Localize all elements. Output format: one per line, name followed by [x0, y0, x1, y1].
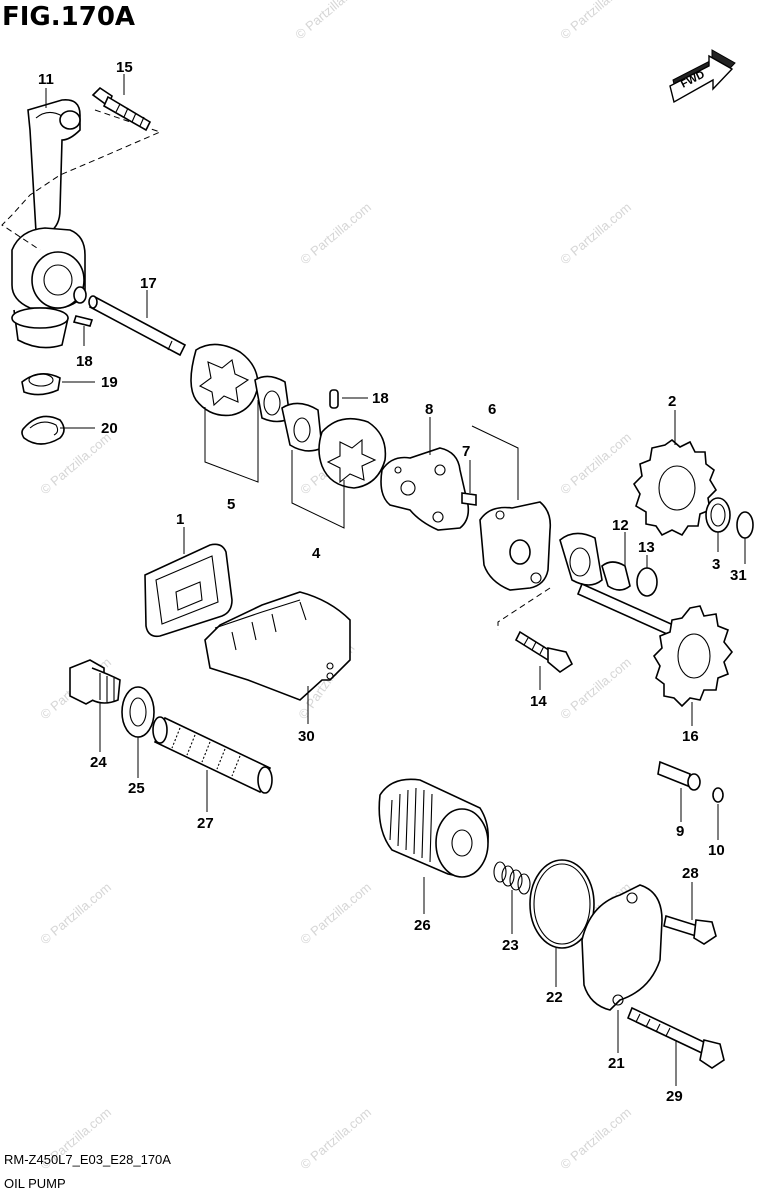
part-26-oil-filter — [378, 778, 489, 878]
figure-title: FIG.170A — [2, 2, 136, 32]
leader-lines — [45, 74, 746, 1086]
part-3-washer — [705, 497, 731, 533]
part-12-collar — [559, 532, 603, 586]
part-4-inner-rotor — [281, 402, 323, 452]
part-22-o-ring — [529, 859, 595, 949]
part-27-strainer — [152, 716, 273, 794]
callout-3: 3 — [712, 556, 720, 573]
part-11-pump-body — [11, 98, 87, 349]
callout-28: 28 — [682, 865, 699, 882]
callout-31: 31 — [730, 567, 747, 584]
part-31-circlip — [736, 511, 754, 539]
part-4-outer-rotor — [318, 417, 387, 489]
part-9-jet — [657, 760, 701, 791]
watermark: © Partzilla.com — [292, 0, 369, 42]
watermark: © Partzilla.com — [297, 879, 374, 947]
part-12-spacer — [601, 561, 631, 591]
part-10-o-ring — [712, 787, 724, 803]
watermark: © Partzilla.com — [557, 0, 634, 42]
part-25-gasket — [121, 686, 155, 738]
callout-14: 14 — [530, 693, 547, 710]
callout-1: 1 — [176, 511, 184, 528]
diagram-code: RM-Z450L7_E03_E28_170A — [4, 1152, 171, 1167]
callout-26: 26 — [414, 917, 431, 934]
callout-11: 11 — [38, 71, 54, 88]
callout-2: 2 — [668, 393, 676, 410]
watermark: © Partzilla.com — [297, 1104, 374, 1172]
watermark: © Partzilla.com — [557, 429, 634, 497]
callout-8: 8 — [425, 401, 433, 418]
part-8-plate — [380, 447, 470, 531]
watermark-layer: © Partzilla.com © Partzilla.com © Partzi… — [37, 0, 634, 1172]
part-30-cover — [204, 591, 351, 701]
part-1-gasket — [144, 543, 233, 638]
diagram-subtitle: OIL PUMP — [4, 1176, 66, 1191]
callout-16: 16 — [682, 728, 699, 745]
part-18-pin — [72, 315, 94, 327]
callout-22: 22 — [546, 989, 563, 1006]
part-17-shaft — [88, 295, 187, 357]
callout-30: 30 — [298, 728, 315, 745]
callout-10: 10 — [708, 842, 725, 859]
callout-5: 5 — [227, 496, 235, 513]
part-19-fitting — [21, 373, 61, 396]
callout-17: 17 — [140, 275, 157, 292]
part-14-bolt — [514, 630, 574, 673]
alignment-guide — [497, 587, 551, 630]
callout-24: 24 — [90, 754, 107, 771]
part-5-outer-rotor — [190, 343, 259, 417]
callout-29: 29 — [666, 1088, 683, 1105]
part-13-o-ring — [636, 567, 658, 597]
callout-18: 18 — [76, 353, 93, 370]
callout-20: 20 — [101, 420, 118, 437]
callout-12: 12 — [612, 517, 629, 534]
bracket-5 — [204, 400, 259, 483]
callout-7: 7 — [462, 443, 470, 460]
part-16-gear — [652, 605, 734, 708]
callout-4: 4 — [312, 545, 321, 562]
callout-21: 21 — [608, 1055, 625, 1072]
part-18-pin — [329, 389, 339, 409]
callout-6: 6 — [488, 401, 496, 418]
callout-9: 9 — [676, 823, 684, 840]
watermark: © Partzilla.com — [297, 199, 374, 267]
part-20-circlip — [21, 415, 65, 445]
callout-labels: 11 15 17 18 19 20 18 8 6 7 2 5 4 1 12 13… — [38, 59, 747, 1105]
part-2-gear — [632, 438, 718, 537]
bracket-6 — [471, 425, 519, 500]
part-24-plug — [69, 659, 121, 705]
callout-23: 23 — [502, 937, 519, 954]
part-21-filter-cap — [581, 884, 663, 1011]
callout-27: 27 — [197, 815, 214, 832]
part-29-bolt — [626, 1006, 725, 1069]
part-23-spring — [493, 861, 531, 895]
watermark: © Partzilla.com — [557, 199, 634, 267]
fwd-direction-badge: FWD — [669, 49, 736, 104]
watermark: © Partzilla.com — [557, 1104, 634, 1172]
alignment-guide — [1, 109, 162, 251]
part-12-shaft — [576, 582, 682, 640]
callout-13: 13 — [638, 539, 655, 556]
bracket-4 — [291, 450, 345, 529]
callout-19: 19 — [101, 374, 118, 391]
callout-25: 25 — [128, 780, 145, 797]
watermark: © Partzilla.com — [37, 879, 114, 947]
callout-18: 18 — [372, 390, 389, 407]
part-15-bolt — [91, 86, 152, 132]
part-7-pin — [461, 492, 477, 506]
part-28-bolt — [663, 914, 717, 945]
callout-15: 15 — [116, 59, 133, 76]
part-6-pump-housing — [479, 501, 552, 591]
